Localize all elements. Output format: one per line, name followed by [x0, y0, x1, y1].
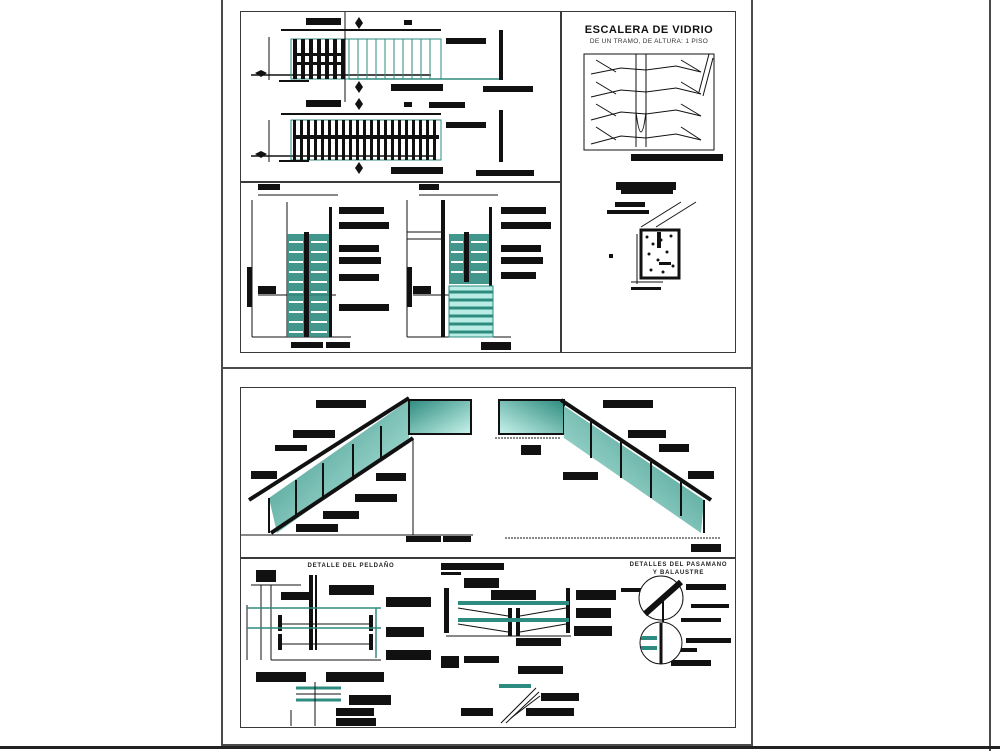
plan-view-top [251, 12, 533, 102]
lower-sheet: DETALLE DEL PELDAÑO [240, 387, 736, 728]
handrail-detail-label-2: Y BALAUSTRE [652, 570, 705, 576]
drawing-title: ESCALERA DE VIDRIO [584, 24, 714, 36]
section-view-left [247, 184, 389, 348]
drawing-subtitle: DE UN TRAMO, DE ALTURA: 1 PISO [589, 38, 709, 45]
step-detail [246, 570, 431, 726]
upper-sheet: ESCALERA DE VIDRIO DE UN TRAMO, DE ALTUR… [240, 11, 736, 353]
viewport-bottom-edge [0, 746, 1000, 749]
elevation-view-right [495, 398, 721, 552]
handrail-detail [621, 575, 731, 666]
section-view-right [406, 184, 551, 350]
post-base-detail [607, 182, 697, 290]
upper-sheet-v-divider [560, 12, 562, 352]
lower-sheet-h-divider [241, 557, 735, 559]
elevation-view-left [241, 396, 473, 542]
stair-perspective [583, 53, 723, 161]
handrail-detail-label-1: DETALLES DEL PASAMANO [629, 562, 728, 568]
outer-frame-left [221, 0, 223, 745]
plan-view-bottom [251, 98, 534, 176]
viewport-right-edge [989, 0, 991, 751]
step-detail-label: DETALLE DEL PELDAÑO [307, 563, 395, 569]
upper-sheet-h-divider [241, 181, 561, 183]
frame-divider [221, 367, 753, 369]
frame-bottom [221, 744, 753, 746]
outer-frame-right [751, 0, 753, 745]
bracket-detail [441, 563, 616, 724]
